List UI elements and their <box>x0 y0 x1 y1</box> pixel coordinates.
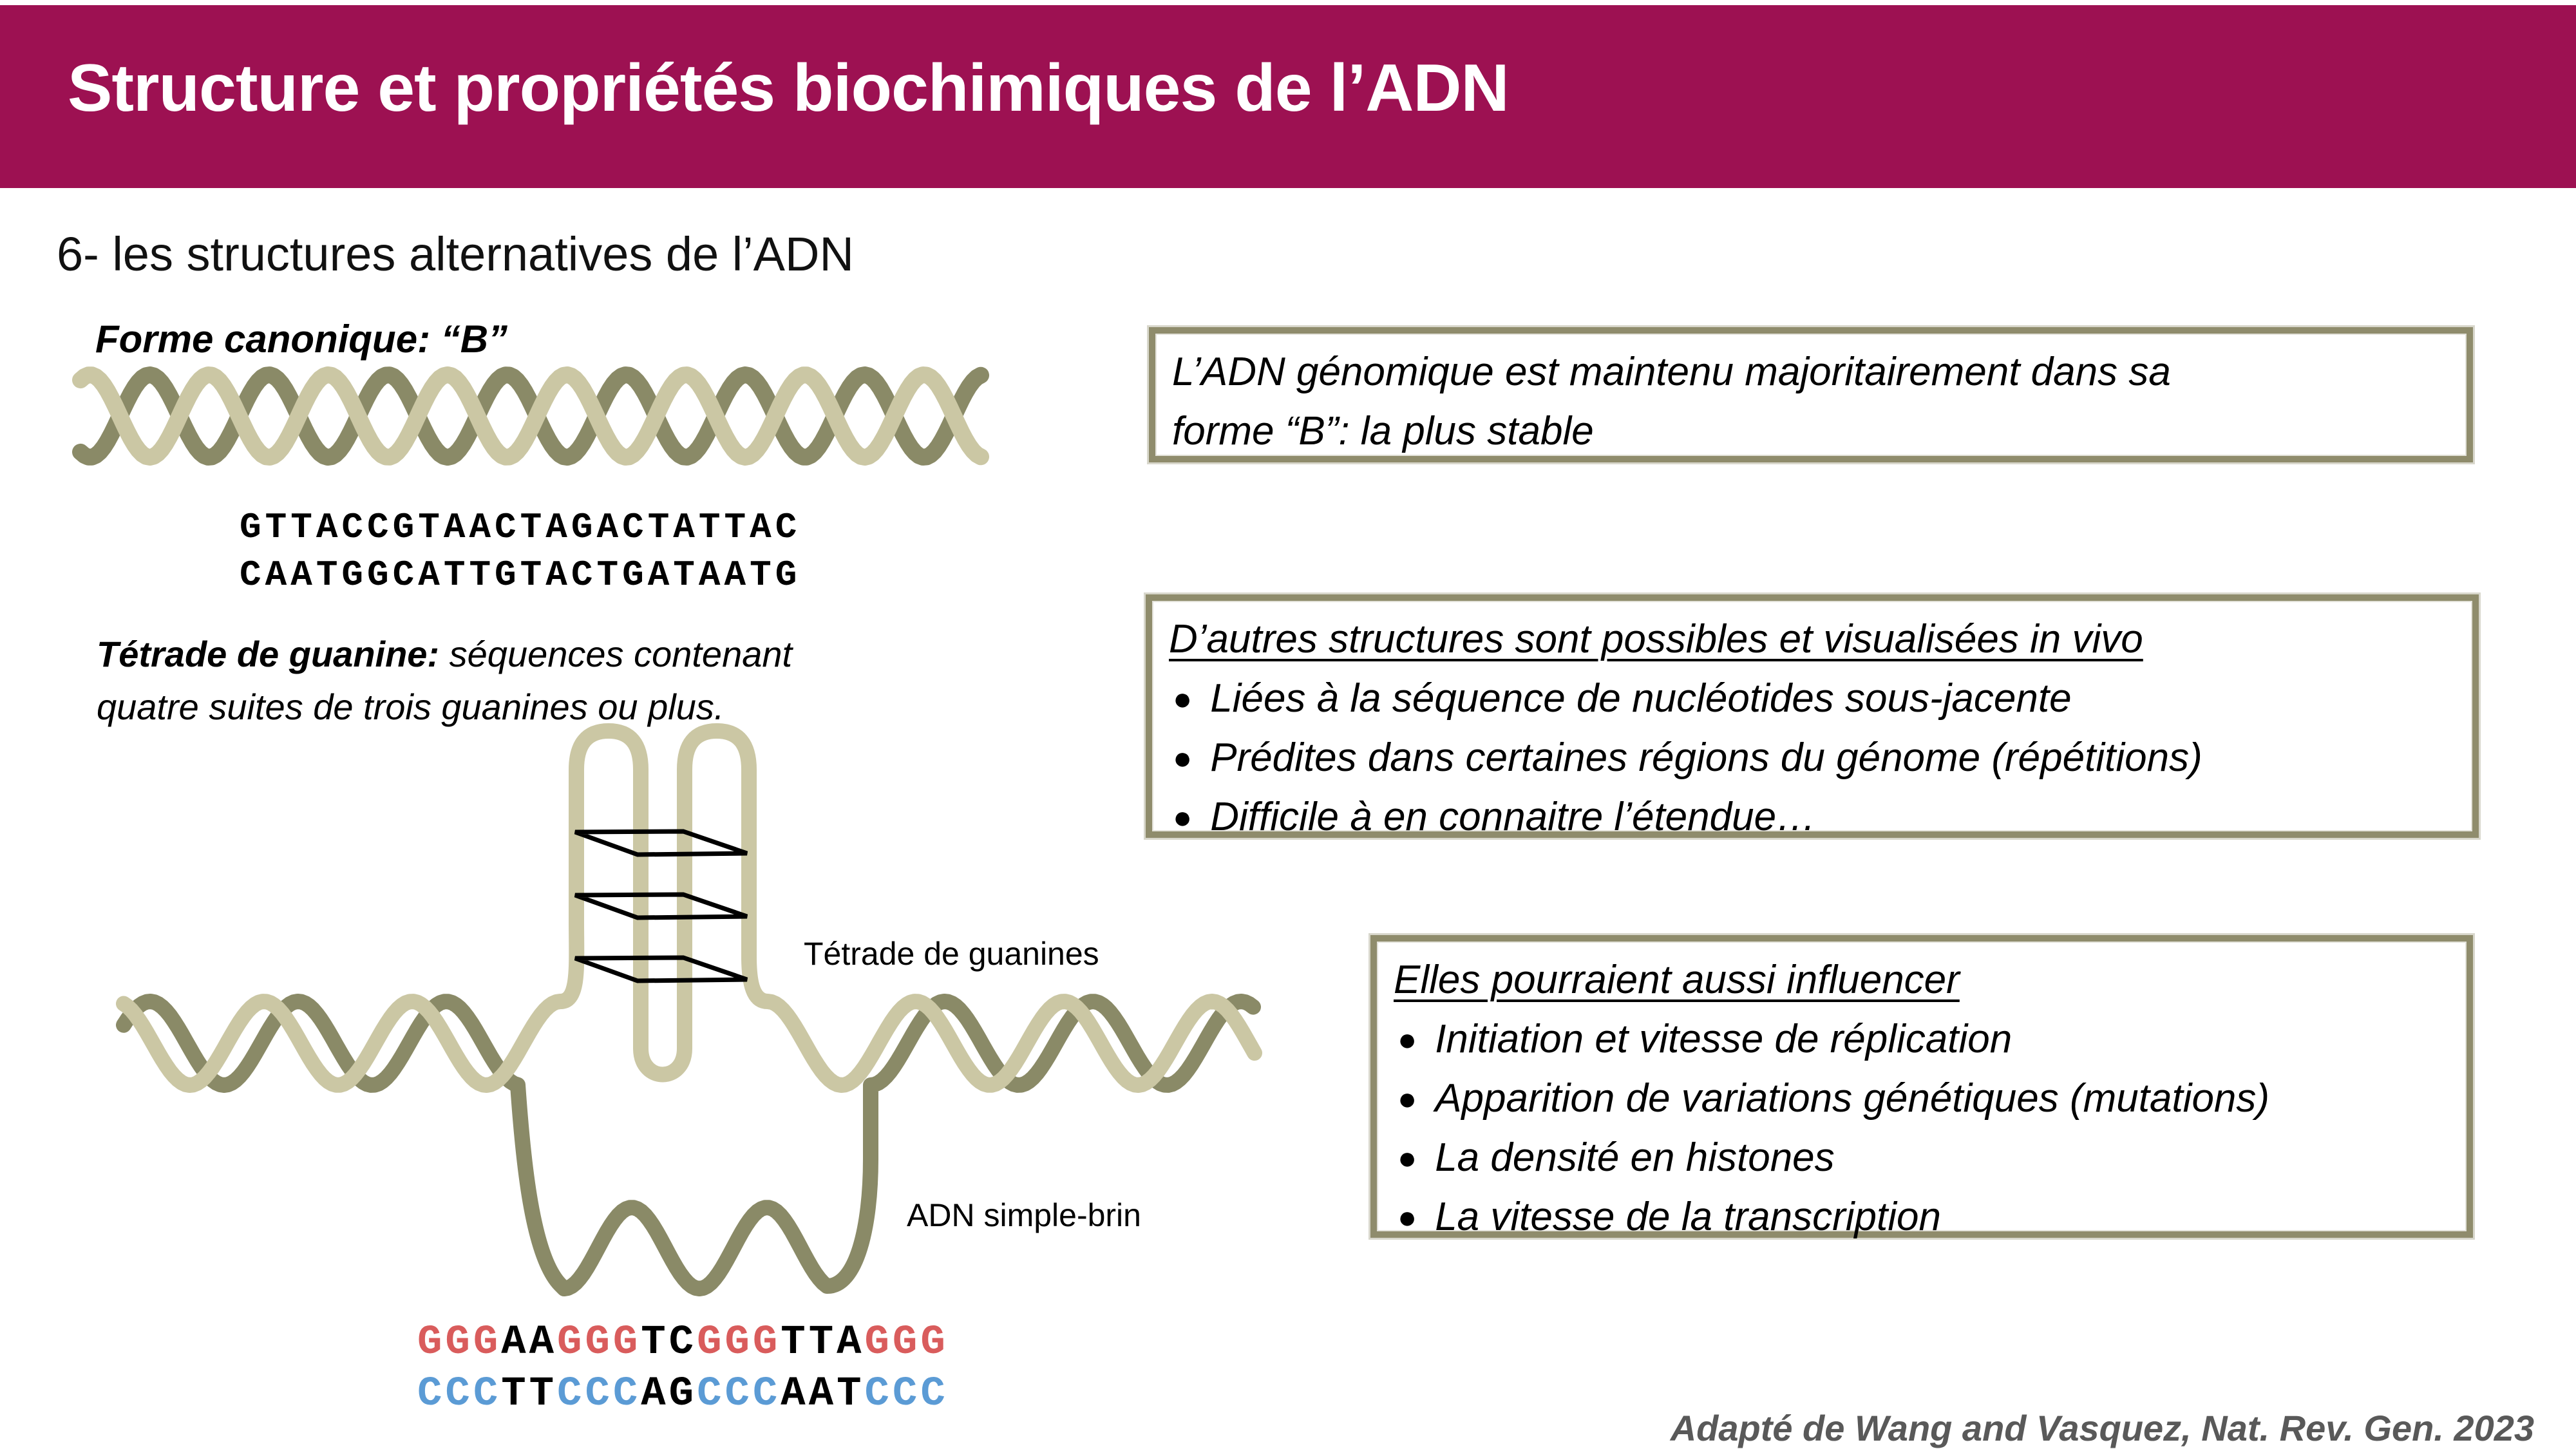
tetrad-term: Tétrade de guanine: <box>97 634 440 674</box>
g4-seq-segment: GGG <box>557 1320 641 1366</box>
influence-bullet-3: ● La densité en histones <box>1394 1128 2450 1188</box>
g4-seq-segment: CCC <box>697 1371 781 1417</box>
bullet-icon: ● <box>1173 799 1193 835</box>
bullet-icon: ● <box>1173 740 1193 776</box>
structures-bullet-1: ● Liées à la séquence de nucléotides sou… <box>1169 669 2456 728</box>
structures-bullet-3: ● Difficile à en connaitre l’étendue… <box>1169 788 2456 847</box>
influence-bullet-2: ● Apparition de variations génétiques (m… <box>1394 1069 2450 1128</box>
g4-seq-segment: TT <box>501 1371 558 1417</box>
g4-sequence-bottom: CCCTTCCCAGCCCAATCCC <box>417 1368 949 1420</box>
guanine-tetrad-shape <box>574 829 748 857</box>
guanine-tetrad-shape <box>574 955 748 983</box>
influence-bullet-4-text: La vitesse de la transcription <box>1435 1195 1941 1239</box>
canonical-sequence-top: GTTACCGTAACTAGACTATTAC <box>240 507 801 548</box>
g4-seq-segment: AAT <box>781 1371 865 1417</box>
guanine-tetrad-shape <box>574 892 748 920</box>
canonical-sequence-bottom: CAATGGCATTGTACTGATAATG <box>240 554 801 596</box>
info-box-structures: D’autres structures sont possibles et vi… <box>1146 594 2479 839</box>
g4-seq-segment: TC <box>641 1320 697 1366</box>
structures-bullet-1-text: Liées à la séquence de nucléotides sous-… <box>1210 676 2072 721</box>
canonical-sequence: GTTACCGTAACTAGACTATTAC CAATGGCATTGTACTGA… <box>240 504 800 599</box>
g4-seq-segment: CCC <box>557 1371 641 1417</box>
header-bar: Structure et propriétés biochimiques de … <box>0 5 2576 188</box>
structures-bullet-2: ● Prédites dans certaines régions du gén… <box>1169 728 2456 788</box>
influence-bullet-1: ● Initiation et vitesse de réplication <box>1394 1010 2450 1069</box>
g4-seq-segment: GGG <box>697 1320 781 1366</box>
citation: Adapté de Wang and Vasquez, Nat. Rev. Ge… <box>1670 1408 2534 1448</box>
g4-seq-segment: TTA <box>781 1320 865 1366</box>
dna-strand <box>72 366 989 466</box>
bullet-icon: ● <box>1397 1199 1417 1235</box>
bullet-icon: ● <box>1397 1140 1417 1176</box>
info-box-bform: L’ADN génomique est maintenu majoritaire… <box>1149 327 2473 462</box>
g4-seq-segment: GGG <box>417 1320 502 1366</box>
influence-box-title: Elles pourraient aussi influencer <box>1394 958 1960 1002</box>
structures-bullet-2-text: Prédites dans certaines régions du génom… <box>1210 735 2202 780</box>
tetrad-definition: Tétrade de guanine: séquences contenant … <box>97 628 792 734</box>
bullet-icon: ● <box>1173 681 1193 717</box>
dna-strand <box>116 723 1262 1093</box>
bullet-icon: ● <box>1397 1021 1417 1057</box>
bform-line1: L’ADN génomique est maintenu majoritaire… <box>1172 350 2171 394</box>
g4-seq-segment: AG <box>641 1371 697 1417</box>
dna-strand <box>116 994 1261 1296</box>
structures-box-title: D’autres structures sont possibles et vi… <box>1169 617 2143 661</box>
g4-seq-segment: CCC <box>864 1371 949 1417</box>
info-box-influence: Elles pourraient aussi influencer ● Init… <box>1370 935 2473 1239</box>
tetrad-definition-line1: Tétrade de guanine: séquences contenant <box>97 628 792 681</box>
canonical-form-label: Forme canonique: “B” <box>95 317 508 361</box>
g4-sequence-top: GGGAAGGGTCGGGTTAGGG <box>417 1317 949 1368</box>
ssdna-diagram-label: ADN simple-brin <box>907 1197 1141 1233</box>
structures-bullet-3-text: Difficile à en connaitre l’étendue… <box>1210 795 1817 839</box>
page-title: Structure et propriétés biochimiques de … <box>68 51 1510 126</box>
bform-line2: forme “B”: la plus stable <box>1172 409 1594 453</box>
g4-sequence: GGGAAGGGTCGGGTTAGGG CCCTTCCCAGCCCAATCCC <box>417 1317 949 1420</box>
influence-bullet-4: ● La vitesse de la transcription <box>1394 1188 2450 1247</box>
g4-seq-segment: AA <box>501 1320 558 1366</box>
tetrad-definition-part1: séquences contenant <box>449 634 793 674</box>
g4-seq-segment: CCC <box>417 1371 502 1417</box>
influence-bullet-1-text: Initiation et vitesse de réplication <box>1435 1017 2012 1061</box>
g4-seq-segment: GGG <box>864 1320 949 1366</box>
influence-bullet-3-text: La densité en histones <box>1435 1135 1835 1180</box>
tetrad-definition-line2: quatre suites de trois guanines ou plus. <box>97 687 724 727</box>
influence-bullet-2-text: Apparition de variations génétiques (mut… <box>1435 1076 2270 1121</box>
section-subtitle: 6- les structures alternatives de l’ADN <box>57 227 854 281</box>
tetrad-diagram-label: Tétrade de guanines <box>804 936 1099 972</box>
bullet-icon: ● <box>1397 1081 1417 1117</box>
